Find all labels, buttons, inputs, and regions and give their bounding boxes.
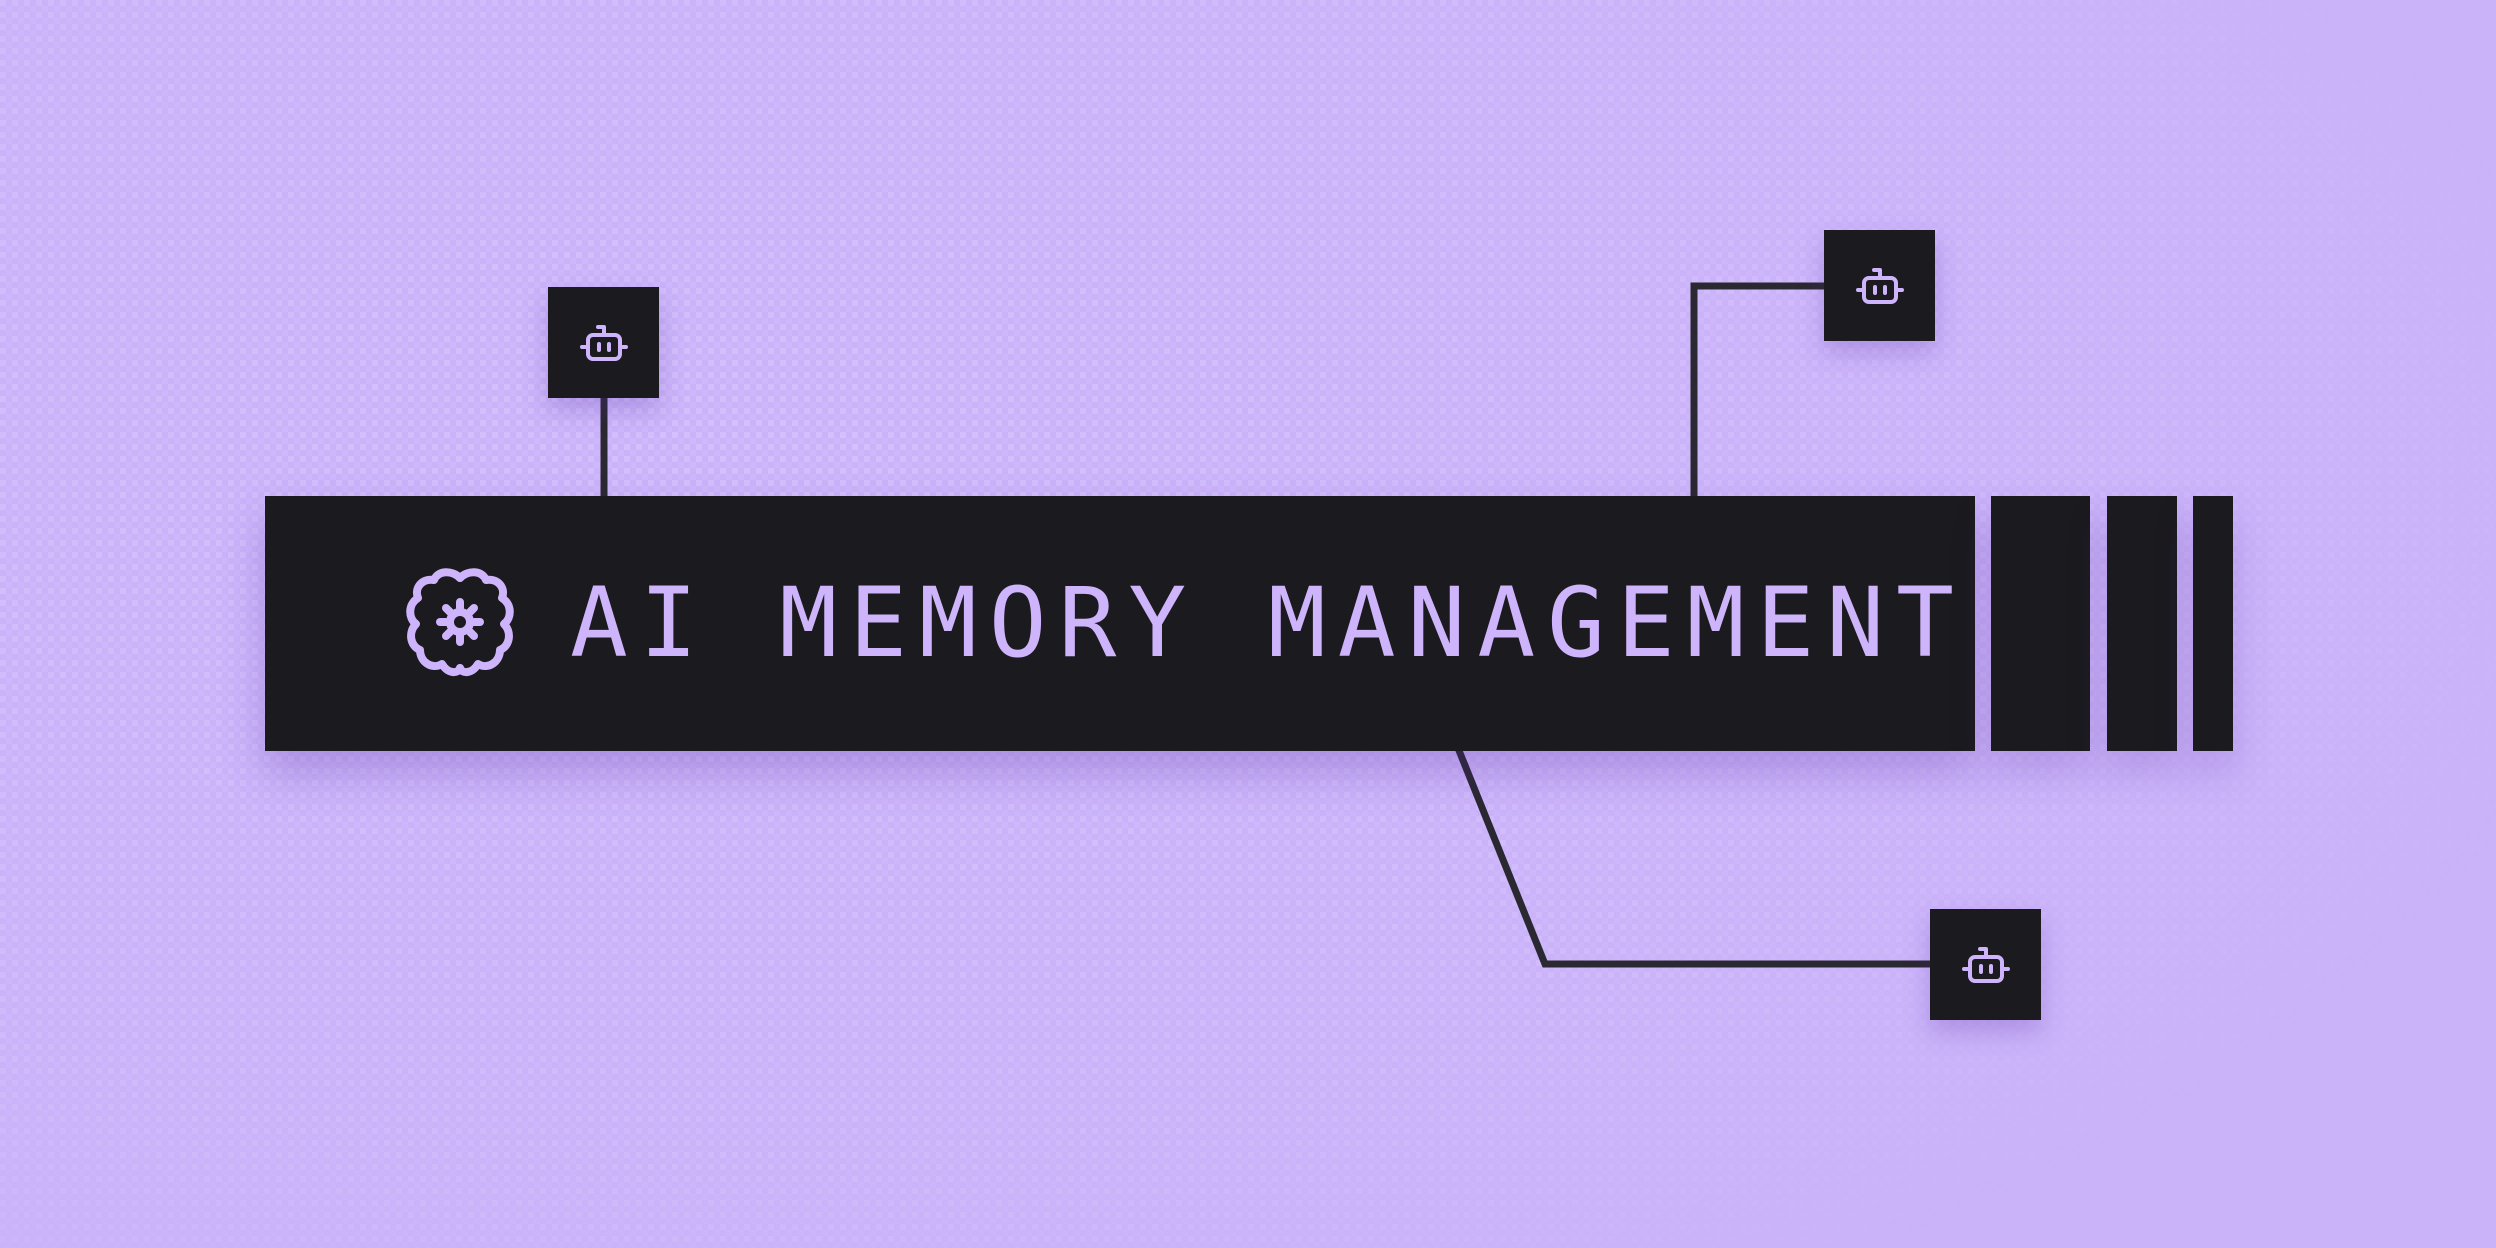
banner-title: AI MEMORY MANAGEMENT bbox=[570, 567, 1966, 679]
robot-node-left bbox=[548, 287, 659, 398]
banner-stripe-3 bbox=[2193, 496, 2233, 751]
robot-icon bbox=[580, 325, 628, 361]
robot-icon bbox=[1962, 947, 2010, 983]
robot-icon bbox=[1856, 268, 1904, 304]
banner-stripe-2 bbox=[2107, 496, 2177, 751]
brain-gear-icon bbox=[406, 568, 514, 677]
robot-node-top-right bbox=[1824, 230, 1935, 341]
connector-top-right bbox=[1690, 282, 1826, 500]
connector-bottom-right bbox=[1454, 746, 1932, 968]
title-banner: AI MEMORY MANAGEMENT bbox=[265, 496, 1975, 751]
robot-node-bottom-right bbox=[1930, 909, 2041, 1020]
banner-stripe-1 bbox=[1991, 496, 2090, 751]
